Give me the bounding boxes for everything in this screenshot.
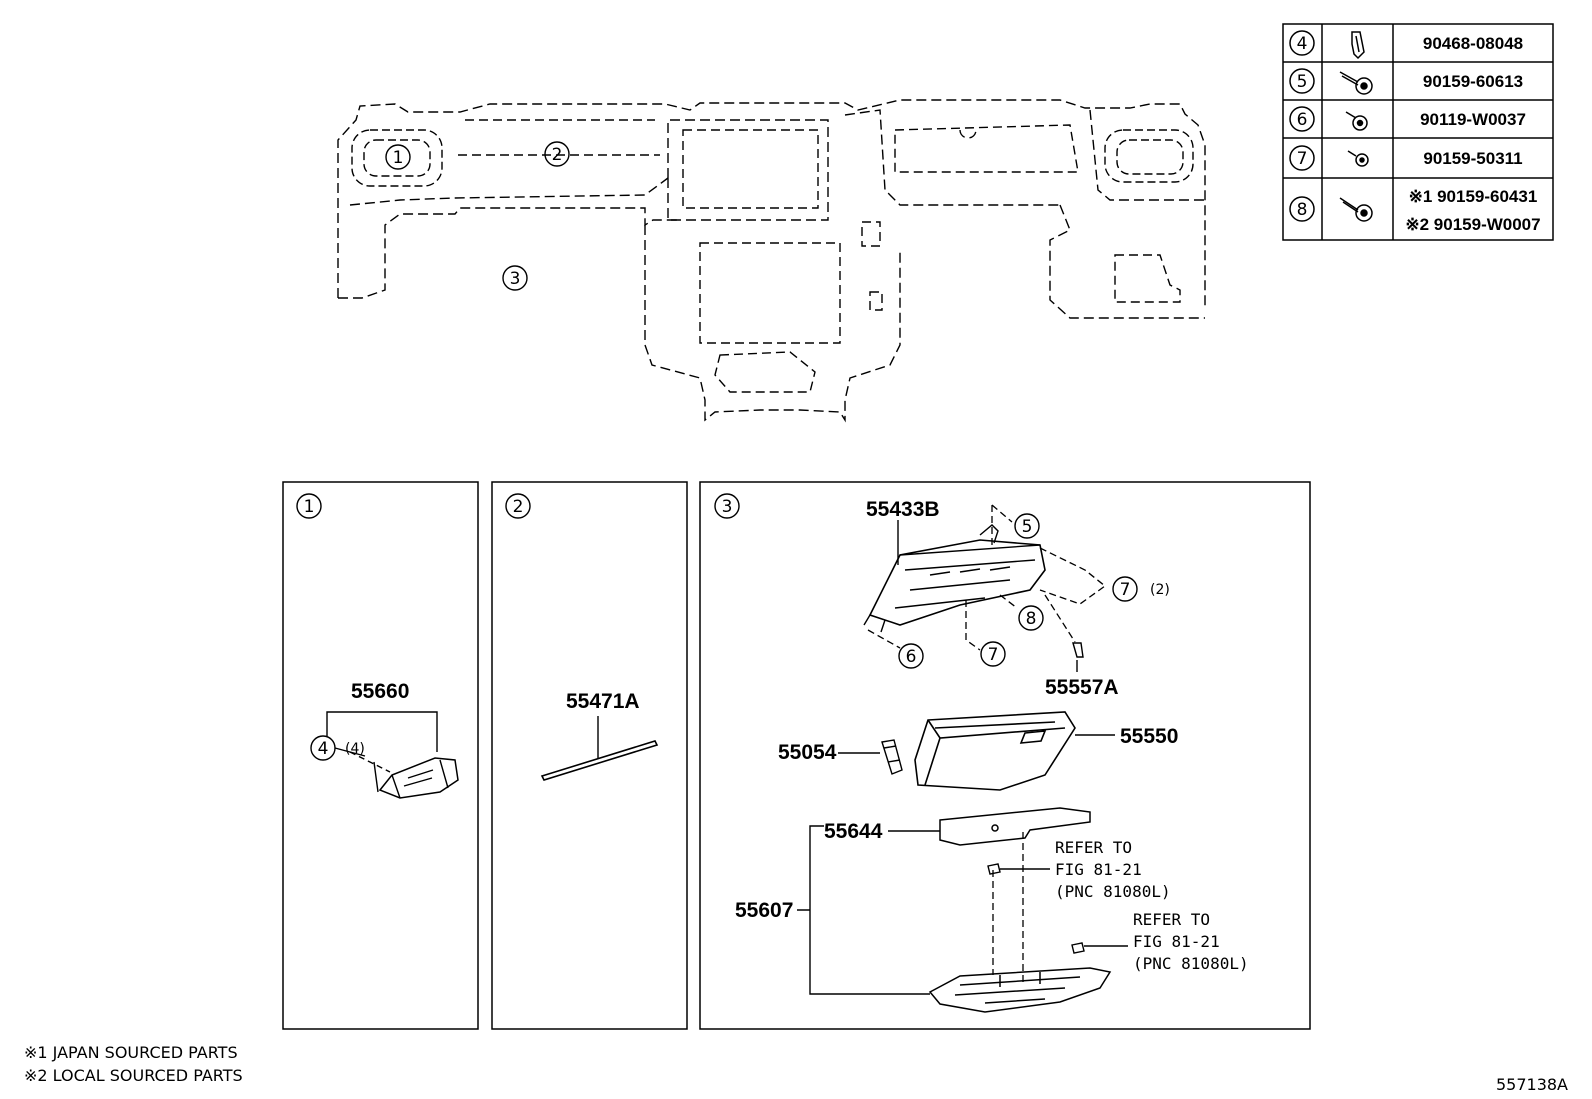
long-screw-icon xyxy=(1339,197,1373,222)
table-row-4: 4 90468-08048 xyxy=(1297,31,1523,60)
table-row-8: 8 ※1 90159-60431 ※2 90159-W0007 xyxy=(1297,187,1541,234)
part-label-55644: 55644 xyxy=(824,820,883,843)
panel-3: 3 55433B 5 7 (2) 8 xyxy=(699,481,1311,1030)
refer-note-2-line2: FIG 81-21 xyxy=(1133,932,1220,951)
part-label-55471A: 55471A xyxy=(566,690,640,713)
part-label-55607: 55607 xyxy=(735,899,793,922)
footnote-japan: ※1 JAPAN SOURCED PARTS xyxy=(24,1043,238,1062)
overview-callouts xyxy=(385,141,570,291)
table-row-6: 6 90119-W0037 xyxy=(1297,110,1526,131)
part-label-55550: 55550 xyxy=(1120,725,1178,748)
vent-right-outline xyxy=(1104,129,1194,183)
figure-id: 557138A xyxy=(1496,1075,1568,1094)
center-openings xyxy=(458,119,1181,393)
fastener-table xyxy=(1282,23,1554,241)
vent-left-outline xyxy=(351,129,443,187)
table-part-5: 90159-60613 xyxy=(1423,72,1523,91)
part-label-55557A: 55557A xyxy=(1045,676,1119,699)
footnote-local: ※2 LOCAL SOURCED PARTS xyxy=(24,1066,243,1085)
refer-note-2-line3: (PNC 81080L) xyxy=(1133,954,1249,973)
door-55607-shape xyxy=(928,967,1112,1013)
instrument-panel-outline xyxy=(337,99,1206,423)
refer-note-2-line1: REFER TO xyxy=(1133,910,1210,929)
table-part-6: 90119-W0037 xyxy=(1420,110,1526,129)
bracket-55433B-shape xyxy=(863,520,1046,633)
refer-note-2: REFER TO FIG 81-21 (PNC 81080L) xyxy=(1133,910,1249,973)
part-label-55054: 55054 xyxy=(778,741,837,764)
clip-icon xyxy=(1351,31,1365,60)
panel-3-callout-8: 8 xyxy=(1026,609,1037,629)
table-callout-5: 5 xyxy=(1297,72,1308,92)
bolt-icon xyxy=(1345,111,1368,131)
table-part-4: 90468-08048 xyxy=(1423,34,1523,53)
glove-box-55550-shape xyxy=(914,711,1076,791)
table-part-8a: ※1 90159-60431 xyxy=(1409,187,1538,206)
part-label-55433B: 55433B xyxy=(866,498,940,521)
table-callout-6: 6 xyxy=(1297,110,1308,130)
overview-callout-3: 3 xyxy=(510,269,521,289)
refer-note-1: REFER TO FIG 81-21 (PNC 81080L) xyxy=(1055,838,1171,901)
overview-callout-2: 2 xyxy=(552,145,563,165)
panel-3-callout-6: 6 xyxy=(906,647,917,667)
part-label-55660: 55660 xyxy=(351,680,409,703)
refer-note-1-line2: FIG 81-21 xyxy=(1055,860,1142,879)
table-row-7: 7 90159-50311 xyxy=(1297,149,1523,169)
panel-3-number: 3 xyxy=(722,497,733,517)
table-callout-7: 7 xyxy=(1297,149,1308,169)
panel-3-callout-7b: 7 xyxy=(988,645,999,665)
table-callout-8: 8 xyxy=(1297,200,1308,220)
panel-1-callout-4: 4 xyxy=(318,739,329,759)
table-callout-4: 4 xyxy=(1297,34,1308,54)
plate-55644-shape xyxy=(939,807,1091,846)
table-row-5: 5 90159-60613 xyxy=(1297,71,1523,95)
small-screw-icon xyxy=(1347,150,1369,167)
panel-1: 1 55660 4 (4) xyxy=(282,481,479,1030)
screw-icon xyxy=(1339,71,1373,95)
panel-1-number: 1 xyxy=(304,497,315,517)
table-part-8b: ※2 90159-W0007 xyxy=(1405,215,1540,234)
panel-3-callout-5: 5 xyxy=(1022,517,1033,537)
damper-55054-shape xyxy=(881,739,903,775)
panel-3-qty-7: (2) xyxy=(1150,582,1170,598)
refer-note-1-line1: REFER TO xyxy=(1055,838,1132,857)
refer-note-1-line3: (PNC 81080L) xyxy=(1055,882,1171,901)
overview-callout-1: 1 xyxy=(393,148,404,168)
table-part-7: 90159-50311 xyxy=(1423,149,1522,168)
panel-2: 2 55471A xyxy=(491,481,688,1030)
panel-3-callout-7a: 7 xyxy=(1120,580,1131,600)
panel-2-number: 2 xyxy=(513,497,524,517)
panel-1-qty: (4) xyxy=(345,741,365,757)
